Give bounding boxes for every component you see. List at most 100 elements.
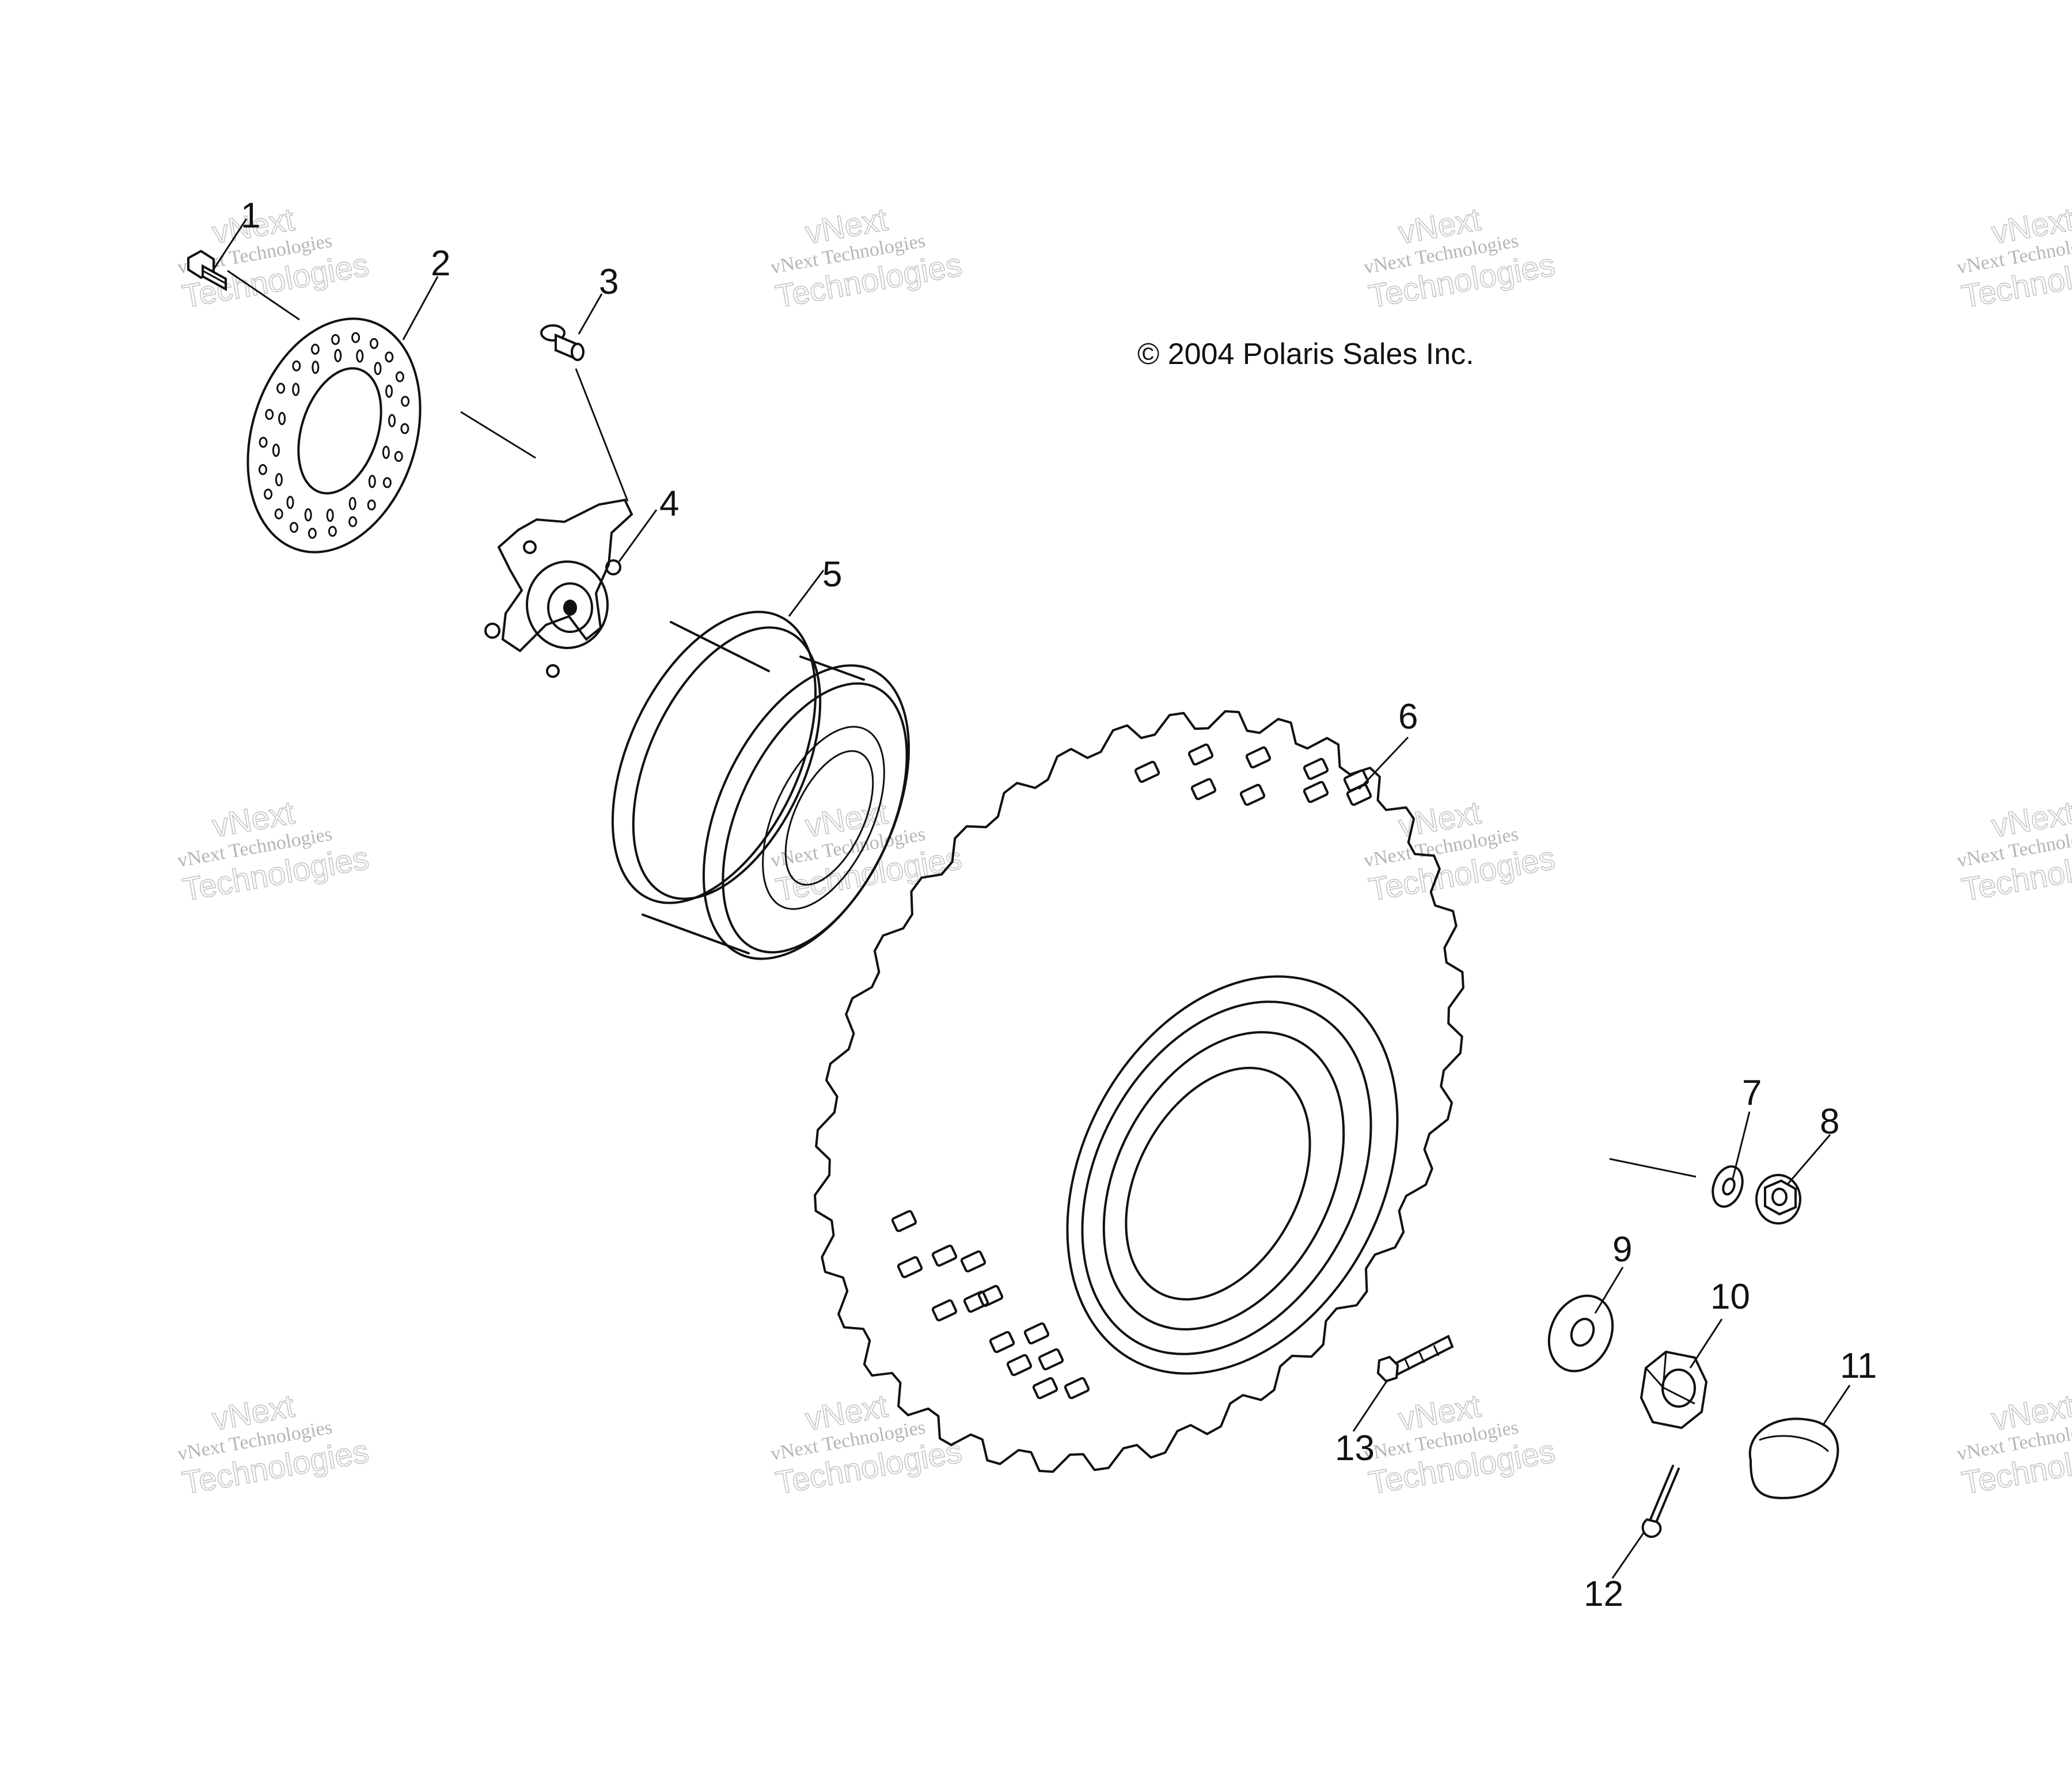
tread-block [931,1299,958,1322]
part-4-wheel-hub[interactable] [484,498,633,678]
flange-nut-icon [1755,1174,1801,1225]
part-5-wheel-rim[interactable] [571,581,951,991]
part-11-hub-cap[interactable] [1748,1417,1839,1499]
disc-hole [312,361,320,374]
disc-hole [394,451,403,462]
disc-hole [374,362,382,376]
tread-block [897,1256,923,1279]
brake-disc-icon [246,317,422,554]
copyright-text: © 2004 Polaris Sales Inc. [1137,338,1474,371]
tread-block [931,1244,958,1267]
callout-9: 9 [1612,1230,1632,1269]
disc-hole [304,508,312,522]
disc-hole [388,414,396,427]
callout-5: 5 [822,555,842,594]
stud-icon [540,324,585,362]
disc-hole [290,522,298,533]
disc-hole [382,477,392,488]
disc-hole [385,384,393,398]
tread-block [1023,1322,1050,1345]
callout-2: 2 [431,244,450,283]
tread-block [1187,743,1214,766]
disc-hole [348,496,356,510]
tread-block [1190,778,1217,801]
tread-block [960,1250,986,1273]
callout-7: 7 [1742,1073,1762,1113]
disc-hole [368,475,376,488]
wheel-rim-icon [611,611,910,960]
disc-hole [367,499,376,511]
disc-hole [348,516,358,528]
part-9-washer[interactable] [1537,1285,1625,1381]
washer-icon [1712,1165,1744,1208]
valve-stem-icon [1376,1335,1454,1383]
callout-11: 11 [1840,1346,1877,1386]
part-12-cotter-pin[interactable] [1641,1465,1680,1538]
castle-nut-icon [1640,1350,1708,1430]
callout-6: 6 [1398,697,1418,737]
callout-12: 12 [1584,1574,1623,1614]
disc-hole [310,343,320,355]
disc-hole [275,473,283,487]
disc-hole [395,371,404,382]
tread-block [1346,783,1372,806]
part-3-stud[interactable] [540,324,585,362]
tread-block [1006,1354,1033,1377]
leader-lines [211,218,1851,1579]
tread-block [1303,757,1329,780]
tread-block [989,1331,1015,1354]
part-1-bolt[interactable] [187,249,227,291]
disc-hole [356,349,364,363]
disc-hole [265,409,274,420]
hub-cap-icon [1748,1417,1839,1499]
tread-block [1239,783,1266,806]
disc-hole [385,351,394,363]
tread-block [1245,746,1272,769]
callout-labels: 1 2 3 4 5 6 7 8 9 10 11 12 13 [241,196,1877,1614]
tread-block [1032,1377,1058,1400]
disc-hole [326,509,334,522]
tread-block [977,1284,1004,1307]
part-10-castle-nut[interactable] [1640,1350,1708,1430]
disc-hole [276,382,286,394]
tread-block [963,1290,989,1313]
tread-block [1303,780,1329,803]
tread-block [1134,760,1160,783]
disc-hole [351,332,360,343]
part-13-valve-stem[interactable] [1376,1335,1454,1383]
tire-icon [814,710,1464,1473]
part-7-washer[interactable] [1707,1162,1748,1211]
disc-hole [331,334,340,345]
callout-13: 13 [1335,1428,1375,1468]
disc-hole [292,382,300,396]
part-6-tire[interactable] [814,710,1464,1473]
disc-hole [272,444,280,457]
disc-hole [334,348,342,362]
disc-hole [258,464,267,475]
callout-3: 3 [599,262,618,302]
part-8-flange-nut[interactable] [1755,1174,1801,1225]
disc-hole [308,528,317,539]
callout-1: 1 [241,196,260,236]
callout-8: 8 [1820,1102,1839,1142]
disc-hole [382,445,390,459]
disc-hole [292,360,301,372]
disc-hole [370,338,378,349]
cotter-pin-icon [1641,1465,1680,1538]
tread-block [891,1210,917,1233]
part-2-brake-disc[interactable] [219,296,449,574]
disc-hole [278,412,286,426]
tread-block [1038,1348,1064,1371]
disc-hole [274,508,283,520]
disc-hole [401,396,410,407]
disc-hole [328,526,337,537]
washer-icon [1547,1294,1614,1373]
